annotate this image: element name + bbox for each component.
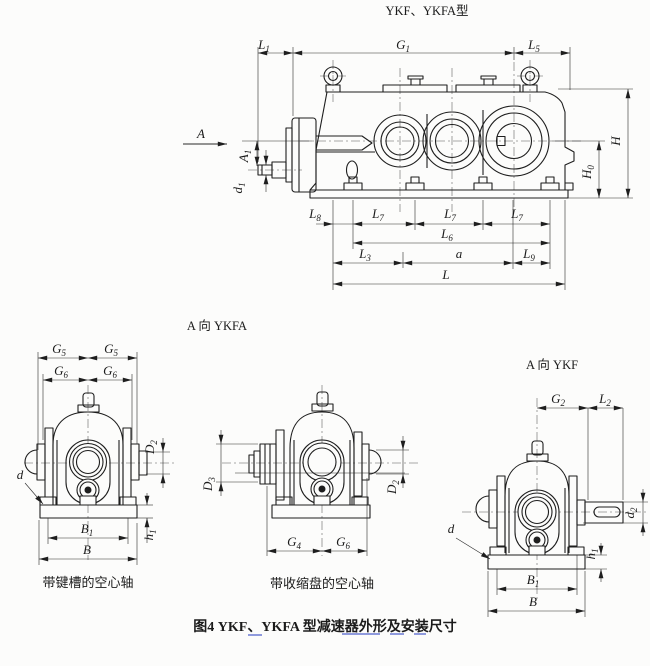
shaft-keyway <box>594 507 620 517</box>
dim-label-H: H <box>608 136 623 147</box>
front-view-ykf-dimensions <box>456 405 648 617</box>
side-view-dimensions <box>183 47 633 290</box>
dim-label-L6: L6 <box>440 226 453 243</box>
dim-label-D2-mid: D2 <box>384 480 401 495</box>
dim-label-a: a <box>456 246 463 261</box>
dim-label-G4: G4 <box>287 534 301 551</box>
front-view-ykfa-dimensions <box>25 352 170 565</box>
caption-shrink-disk-shaft: 带收缩盘的空心轴 <box>270 576 374 591</box>
dim-label-d1: d1 <box>230 183 247 194</box>
keyway-mark <box>497 137 505 146</box>
hollow-shaft-end <box>139 451 147 475</box>
dim-label-G6b: G6 <box>103 363 117 380</box>
dim-label-L7c: L7 <box>510 206 523 223</box>
dim-label-D3: D3 <box>200 477 217 492</box>
housing-front <box>235 392 405 518</box>
front-view-ykfa-keyway <box>24 352 175 565</box>
dim-label-L2: L2 <box>598 391 611 408</box>
shrink-disk <box>260 444 276 484</box>
dim-label-L7b: L7 <box>443 206 456 223</box>
dim-label-L5: L5 <box>527 37 540 54</box>
dim-label-A-arrow: A <box>196 126 205 141</box>
view-title-ykfa: A 向 YKFA <box>187 318 247 333</box>
dim-label-G6a: G6 <box>54 363 68 380</box>
housing-front <box>476 441 623 569</box>
dim-label-d2: d2 <box>622 507 639 519</box>
dim-label-h1-right: h1 <box>583 549 600 560</box>
scan-underline-artifacts <box>248 633 426 636</box>
dim-label-h1-left: h1 <box>141 530 158 541</box>
dim-label-d-left: d <box>17 467 24 482</box>
dim-label-H0: H0 <box>579 165 596 180</box>
dim-label-B1-right: B1 <box>527 572 539 589</box>
centerlines <box>248 60 582 212</box>
front-view-shrink-disk <box>216 385 420 556</box>
dim-label-L8: L8 <box>308 206 321 223</box>
dim-label-L7a: L7 <box>371 206 384 223</box>
dim-label-L3: L3 <box>358 246 371 263</box>
input-cover <box>292 118 316 192</box>
drawing-title: YKF、YKFA型 <box>385 4 468 18</box>
dim-label-d-right: d <box>448 521 455 536</box>
view-title-ykf: A 向 YKF <box>526 357 578 372</box>
gearbox-housing <box>258 67 574 198</box>
housing-front <box>25 393 147 518</box>
dim-label-L1: L1 <box>257 37 270 54</box>
caption-keyway-shaft: 带键槽的空心轴 <box>42 575 133 590</box>
dim-label-B1-left: B1 <box>81 521 93 538</box>
front-view-ykf-solid-shaft <box>456 398 648 617</box>
dim-label-G5b: G5 <box>104 341 118 358</box>
dim-label-G2: G2 <box>551 391 565 408</box>
dim-label-L: L <box>441 267 449 282</box>
dim-label-G5a: G5 <box>52 341 66 358</box>
dim-label-G1: G1 <box>396 37 410 54</box>
dim-label-G6-mid: G6 <box>336 534 350 551</box>
input-shaft-stub <box>258 165 272 175</box>
dim-label-B-left: B <box>83 542 91 557</box>
dim-label-L9: L9 <box>522 246 535 263</box>
side-view-ykf <box>183 47 633 290</box>
dim-label-D2-left: D2 <box>142 440 159 455</box>
dim-label-A1: A1 <box>236 150 253 163</box>
front-view-shrink-dimensions <box>216 430 409 556</box>
output-shaft <box>585 502 623 523</box>
figure-caption: 图4 YKF、YKFA 型减速器外形及安装尺寸 <box>193 618 456 635</box>
dim-label-B-right: B <box>529 594 537 609</box>
